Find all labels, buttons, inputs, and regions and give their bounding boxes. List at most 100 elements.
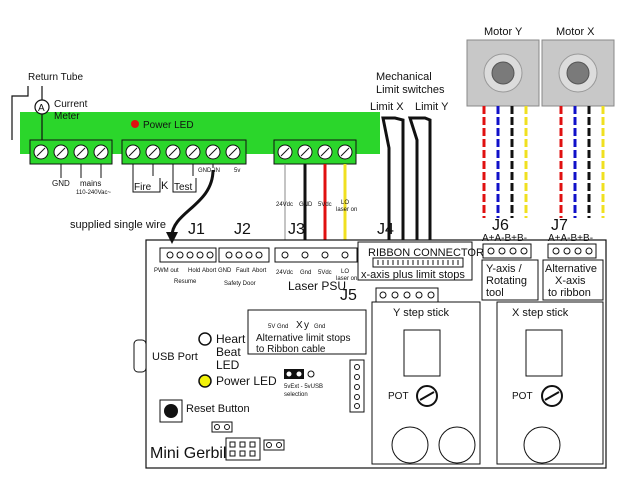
j3-laser-on: laser on [336,276,357,282]
fire-test-switch-wiring [132,164,214,193]
psu-5v-label: 5v [234,168,240,174]
j5-y-label: y [304,320,309,331]
limit-y-label: Limit Y [415,101,449,113]
limit-x-label: Limit X [370,101,404,113]
psu-gnd-label: GND [52,179,70,188]
j3-label: J3 [288,221,305,238]
j1-pwm-out: PWM out [154,268,179,274]
j3-5vdc: 5Vdc [318,270,332,276]
heartbeat-label-2: Beat [216,345,241,359]
y-step-stick-label: Y step stick [393,307,450,319]
j7-connector [547,243,597,259]
board-power-led-label: Power LED [216,374,277,388]
motor-y: Motor Y [466,26,540,107]
motor-x: Motor X [541,26,615,107]
wire-5vdc-label: 5Vdc [318,202,332,208]
j5-label: J5 [340,287,357,304]
heartbeat-label-3: LED [216,358,240,372]
current-meter-label-2: Meter [54,111,80,122]
j6-y-axis-line3: tool [486,287,504,299]
board-name: Mini Gerbil [150,445,226,462]
single-wire-arrow-icon [166,232,178,244]
j2-abort: Abort [252,268,267,274]
j1-hold: Hold [188,268,200,274]
motor-x-label: Motor X [556,26,595,38]
laser-psu-label: Laser PSU [288,279,346,293]
motor-y-wires [482,106,528,218]
j6-pins-label: A+A-B+B- [482,233,527,244]
j7-alt-line1: Alternative [545,263,597,275]
two-pin-header [211,421,233,433]
j1-label: J1 [188,221,205,238]
j6-y-axis-line1: Y-axis / [486,263,523,275]
j6-y-axis-line2: Rotating [486,275,527,287]
return-tube-wire [11,86,29,140]
j3-lo: LO [341,269,349,275]
wire-24vdc-label: 24Vdc [276,202,293,208]
j7-label: J7 [551,217,568,234]
reset-button-label: Reset Button [186,403,250,415]
test-label: Test [174,182,193,193]
limit-switches-title-2: Limit switches [376,84,445,96]
j6-label: J6 [492,217,509,234]
j2-connector [218,247,270,263]
psu-in-gnd-label: GND [198,168,212,174]
psu-to-j3-pin-labels: 24Vdc GND 5Vdc LO laser on [276,200,357,213]
psu-power-led-icon [131,120,139,128]
current-meter-symbol: A [38,103,45,114]
psu-mains-range: 110-240Vac~ [76,190,111,196]
wire-laser-on-label: laser on [336,207,357,213]
x-step-stick-label: X step stick [512,307,569,319]
j2-safety-door: Safety Door [224,281,256,287]
y-pot-label: POT [388,391,409,402]
ribbon-connector-label: RIBBON CONNECTOR [368,247,484,259]
alt-limit-stops-box [247,309,367,355]
reset-button[interactable] [164,404,178,418]
j1-resume: Resume [174,279,197,285]
usb-port-icon[interactable] [133,339,147,373]
alt-limit-line2: to Ribbon cable [256,344,326,355]
psu-in-label: IN [214,168,220,174]
usb-port-label: USB Port [152,351,198,363]
return-tube-label: Return Tube [28,72,83,83]
j5-pin-labels: 5V Gnd [268,324,288,330]
psu-power-led-label: Power LED [143,120,194,131]
heartbeat-label-1: Heart [216,332,246,346]
power-select-label-2: selection [284,392,308,398]
j1-abort: Abort [202,268,217,274]
power-select-jumper[interactable] [284,369,315,379]
j5-connector [375,287,439,303]
side-header [349,359,365,413]
j7-label-box [542,259,604,301]
limit-switches-title-1: Mechanical [376,71,432,83]
psu-to-j3-wires [284,164,347,246]
j7-alt-line3: to ribbon [548,287,591,299]
limit-switch-wires [381,116,432,300]
single-wire [170,169,215,237]
psu-terminal-right [273,139,357,165]
j7-alt-line2: X-axis [555,275,586,287]
j3-gnd: Gnd [300,270,311,276]
heartbeat-led-icon [198,332,212,346]
x-pot-label: POT [512,391,533,402]
j4-label: J4 [377,221,394,238]
j6-connector [482,243,532,259]
motor-y-label: Motor Y [484,26,523,38]
supplied-single-wire-label: supplied single wire [70,219,166,231]
board-power-led-icon [198,374,212,388]
wire-gnd-label: GND [299,202,313,208]
j1-connector [159,247,217,263]
j6-label-box [481,259,539,301]
current-meter-label-1: Current [54,99,88,110]
j2-label: J2 [234,221,251,238]
j5-gnd-label: Gnd [314,324,325,330]
ribbon-caption: x-axis plus limit stops [361,269,465,281]
switch-symbol: K [161,180,169,192]
two-pin-header-2 [263,439,285,451]
icsp-header [225,437,261,461]
j3-24vdc: 24Vdc [276,270,293,276]
alt-limit-line1: Alternative limit stops [256,333,350,344]
psu-terminal-middle [121,139,247,165]
